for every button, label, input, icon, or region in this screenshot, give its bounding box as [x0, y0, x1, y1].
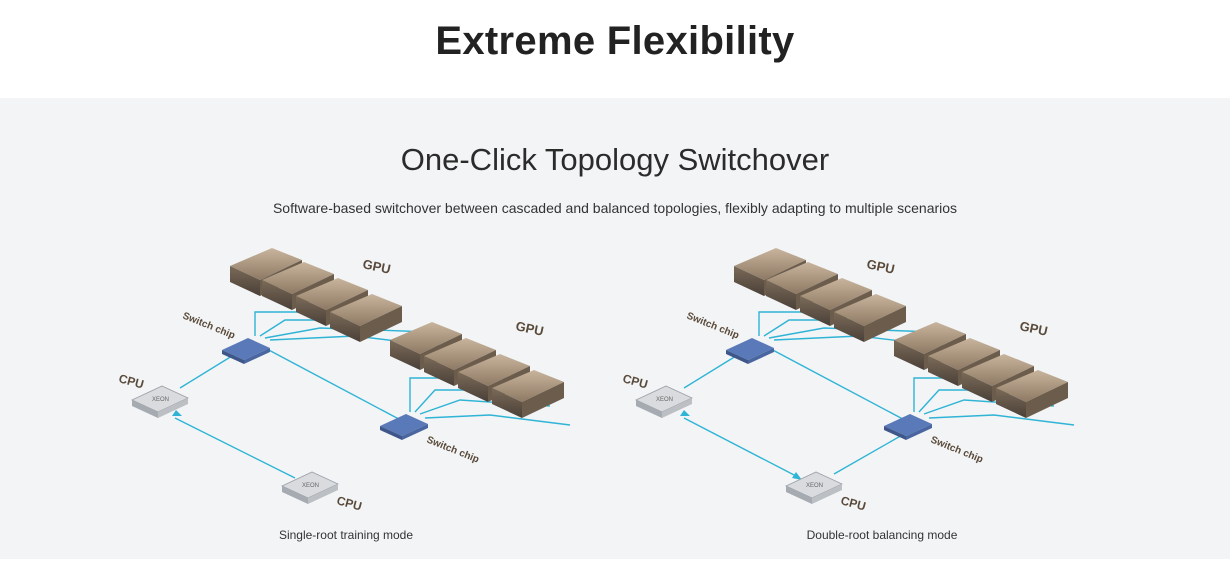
switch-chip-top	[726, 338, 774, 364]
header: Extreme Flexibility	[0, 0, 1230, 98]
section-description: Software-based switchover between cascad…	[272, 200, 958, 216]
switch-chip-bottom	[884, 414, 932, 440]
section-title: One-Click Topology Switchover	[400, 142, 830, 177]
gpu-group-top	[230, 248, 402, 342]
pcie-links	[174, 311, 571, 479]
diagram-double-root: GPU GPU Switch chip Switch chip XEON CPU	[614, 240, 1114, 530]
cpu-label-left: CPU	[117, 371, 145, 391]
page-title: Extreme Flexibility	[435, 18, 795, 63]
cpu-bottom-marking: XEON	[302, 483, 319, 489]
cpu-label-left: CPU	[621, 371, 649, 391]
gpu-label-top: GPU	[865, 256, 896, 277]
switch-label-top: Switch chip	[685, 311, 741, 342]
cpu-left: XEON	[131, 385, 189, 418]
cpu-left-marking: XEON	[152, 397, 169, 403]
cpu-left: XEON	[635, 385, 693, 418]
single-root-topology-illustration: GPU GPU Switch chip Switch chip XEON	[117, 248, 571, 513]
caption-double-root: Double-root balancing mode	[806, 528, 958, 542]
gpu-group-right	[894, 322, 1068, 418]
topology-section	[0, 98, 1230, 559]
gpu-group-right	[390, 322, 564, 418]
cpu-label-bottom: CPU	[839, 493, 867, 513]
cpu-bottom-marking: XEON	[806, 483, 823, 489]
switch-chip-top	[222, 338, 270, 364]
gpu-label-right: GPU	[1018, 318, 1049, 339]
cpu-bottom: XEON	[281, 471, 339, 504]
switch-chip-bottom	[380, 414, 428, 440]
caption-single-root: Single-root training mode	[278, 528, 414, 542]
double-root-topology-illustration: GPU GPU Switch chip Switch chip XEON CPU	[621, 248, 1075, 513]
cpu-bottom: XEON	[785, 471, 843, 504]
gpu-group-top	[734, 248, 906, 342]
switch-label-bottom: Switch chip	[929, 435, 985, 466]
cpu-label-bottom: CPU	[335, 493, 363, 513]
diagram-single-root: GPU GPU Switch chip Switch chip XEON	[110, 240, 610, 530]
switch-label-bottom: Switch chip	[425, 435, 481, 466]
cpu-left-marking: XEON	[656, 397, 673, 403]
gpu-label-right: GPU	[514, 318, 545, 339]
switch-label-top: Switch chip	[181, 311, 237, 342]
gpu-label-top: GPU	[361, 256, 392, 277]
